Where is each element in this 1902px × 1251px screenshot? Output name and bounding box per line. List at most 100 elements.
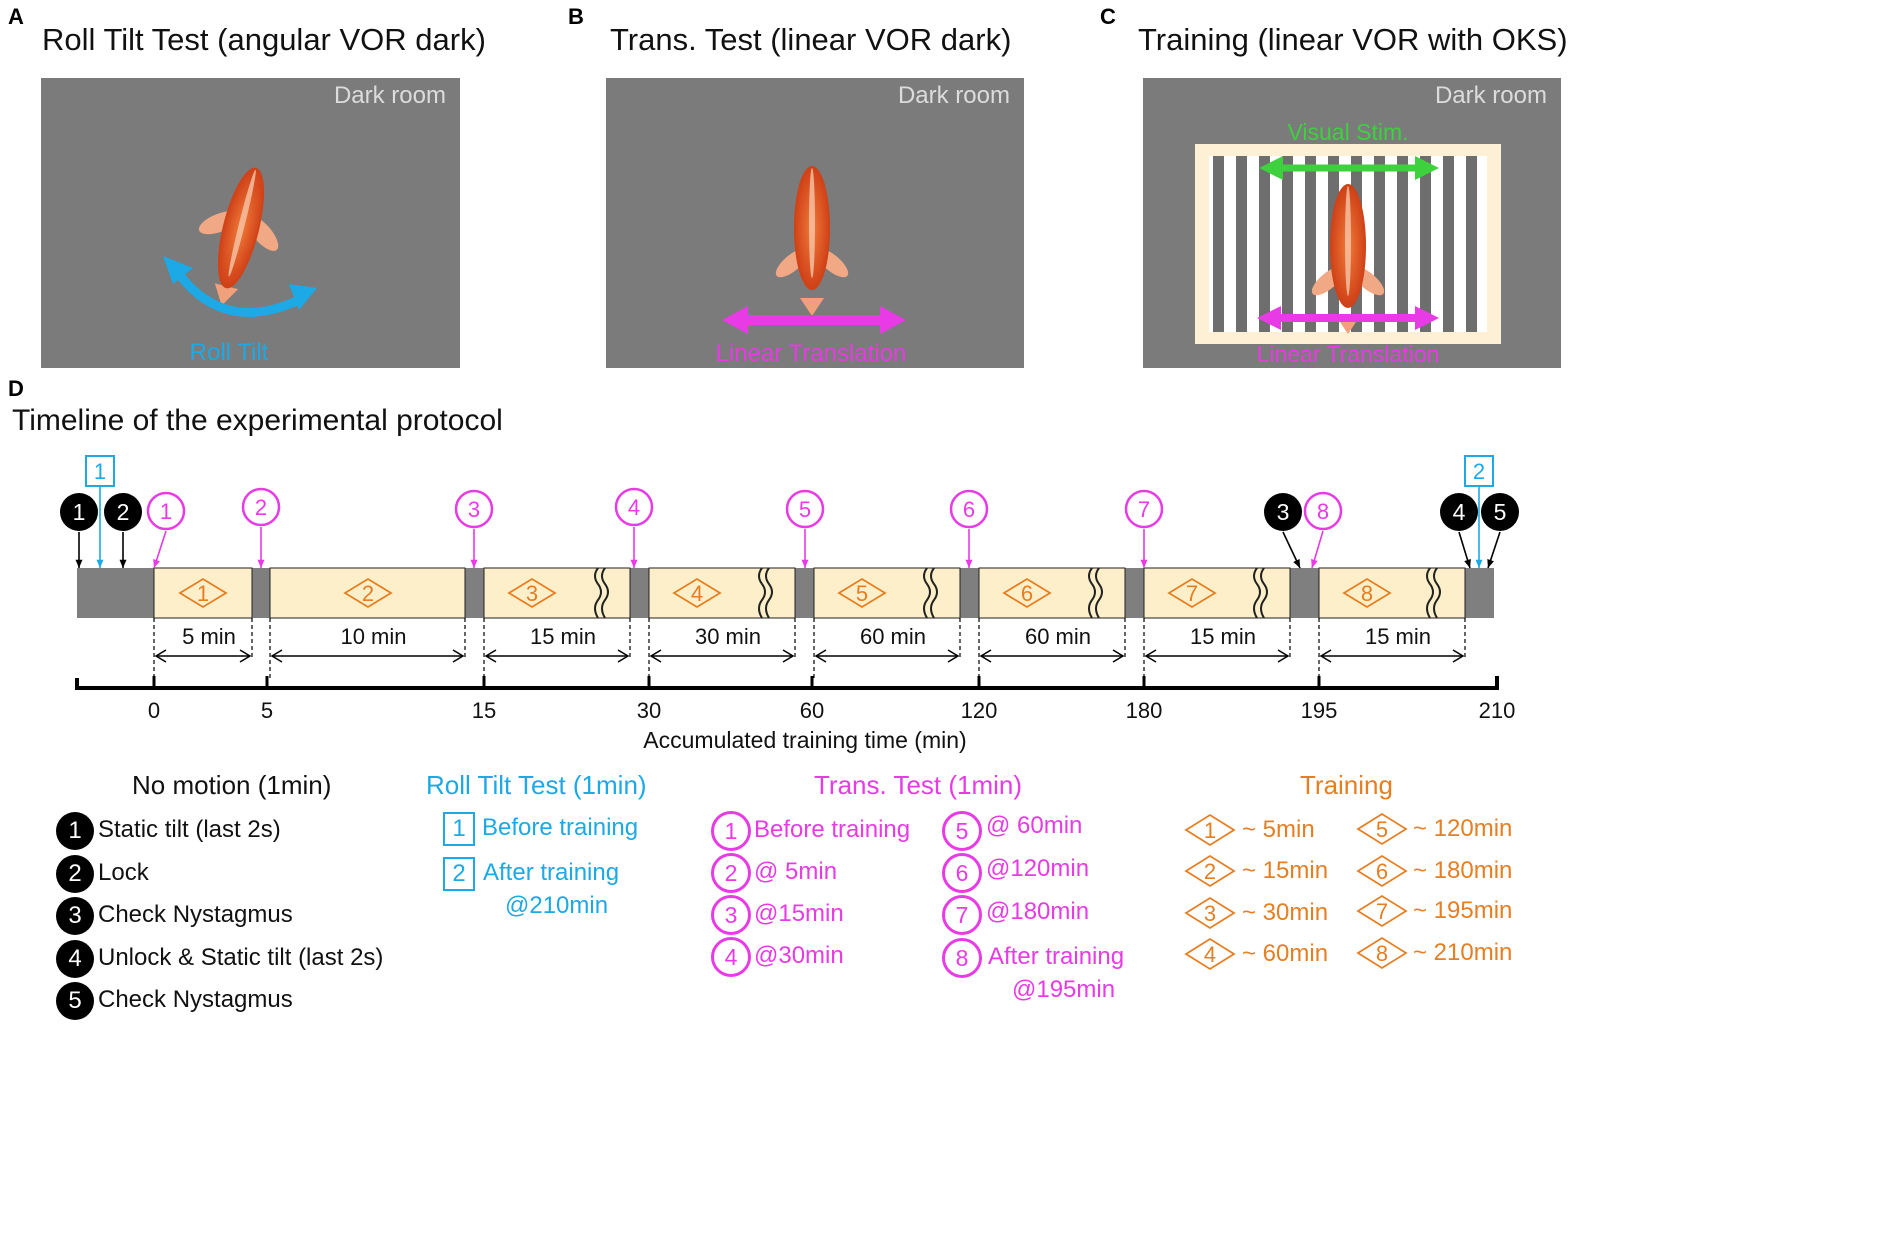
break-mark	[1253, 567, 1261, 619]
trans-marker-num: 1	[160, 499, 172, 524]
training-diamond-num: 6	[1021, 581, 1033, 606]
trans-mark-7: 7	[942, 895, 982, 935]
training-diamond	[1002, 577, 1052, 609]
trans-marker	[1303, 491, 1343, 531]
no-motion-marker	[1264, 493, 1302, 531]
trans-marker	[785, 489, 825, 529]
arrow-head	[979, 649, 992, 663]
no-motion-marker-num: 4	[1453, 499, 1466, 525]
arrow-head	[782, 649, 795, 663]
roll-marker-num: 2	[1473, 459, 1485, 484]
training-legend-diamond	[1356, 936, 1408, 970]
training-diamond	[672, 577, 722, 609]
no-motion-text-3: Check Nystagmus	[98, 901, 293, 928]
no-motion-mark-2: 2	[56, 855, 94, 893]
stripe	[1213, 156, 1224, 332]
panel-b-dark-room: Dark room Linear Translation	[606, 78, 1024, 368]
arrow-head	[947, 649, 960, 663]
trans-marker	[454, 489, 494, 529]
trans-marker-num: 8	[1317, 499, 1329, 524]
training-diamond-num: 8	[1361, 581, 1373, 606]
no-motion-text-5: Check Nystagmus	[98, 986, 293, 1013]
arrow-head	[1452, 649, 1465, 663]
training-legend-num: 3	[1204, 901, 1216, 926]
break-mark	[765, 567, 773, 619]
timeline-breaks	[594, 567, 1441, 619]
break-mark	[1095, 567, 1103, 619]
legend-no-motion-title: No motion (1min)	[132, 770, 332, 800]
break-mark	[601, 567, 609, 619]
training-segment-1	[153, 567, 253, 619]
no-motion-marker-num: 3	[1277, 499, 1290, 525]
trans-mark-2: 2	[711, 853, 751, 893]
trans-text-5: @ 60min	[986, 812, 1083, 839]
marker-arrow-head	[470, 559, 478, 568]
duration-label: 5 min	[182, 624, 236, 649]
tick-label: 120	[961, 698, 998, 723]
no-motion-text-1: Static tilt (last 2s)	[98, 816, 281, 843]
training-diamond	[837, 577, 887, 609]
training-diamond-num: 4	[691, 581, 703, 606]
stripe	[1305, 156, 1316, 332]
training-diamond	[507, 577, 557, 609]
trans-marker-num: 7	[1138, 497, 1150, 522]
arrow-head	[1319, 649, 1332, 663]
no-motion-text-4: Unlock & Static tilt (last 2s)	[98, 944, 384, 971]
no-motion-text-2: Lock	[98, 859, 149, 886]
trans-marker-num: 3	[468, 497, 480, 522]
training-diamond-num: 7	[1186, 581, 1198, 606]
arrow-head	[814, 649, 827, 663]
trans-mark-3: 3	[711, 895, 751, 935]
panel-c-room-label: Dark room	[1434, 82, 1547, 109]
visual-stim-arrow-icon	[1259, 156, 1439, 180]
training-segment-6	[978, 567, 1126, 619]
trans-marker	[146, 491, 186, 531]
training-segment-8	[1318, 567, 1466, 619]
panel-b-letter: B	[568, 4, 584, 29]
stripe	[1420, 156, 1431, 332]
roll-tilt-arrow-icon	[163, 256, 317, 317]
arrow-head	[154, 649, 167, 663]
training-legend-diamond	[1184, 813, 1236, 847]
trans-text-2: @ 5min	[754, 858, 838, 885]
training-text-7: ~ 195min	[1413, 897, 1513, 924]
fish-icon	[775, 166, 849, 316]
training-legend-num: 8	[1376, 941, 1388, 966]
linear-translation-label: Linear Translation	[716, 340, 907, 367]
roll-marker-num: 1	[94, 459, 106, 484]
panel-a-letter: A	[8, 4, 24, 29]
trans-marker-num: 6	[963, 497, 975, 522]
arrow-head	[1112, 649, 1125, 663]
training-segment-4	[648, 567, 796, 619]
trans-mark-1: 1	[711, 811, 751, 851]
trans-mark-5: 5	[942, 811, 982, 851]
marker-arrow-head	[1311, 559, 1318, 568]
arrow-head	[239, 649, 252, 663]
training-legend-num: 5	[1376, 817, 1388, 842]
trans-text-1: Before training	[754, 816, 911, 843]
marker-arrow-head	[630, 559, 638, 568]
training-legend-num: 7	[1376, 899, 1388, 924]
training-legend-num: 2	[1204, 859, 1216, 884]
panel-a-title: Roll Tilt Test (angular VOR dark)	[42, 22, 486, 57]
break-mark	[1088, 567, 1096, 619]
training-legend-diamond	[1356, 854, 1408, 888]
training-text-8: ~ 210min	[1413, 939, 1513, 966]
tick-label: 5	[261, 698, 273, 723]
no-motion-marker-num: 5	[1494, 499, 1507, 525]
marker-arrow-head	[153, 559, 160, 568]
panel-c-dark-room: Dark room Visual Stim. Li	[1143, 78, 1561, 368]
no-motion-marker	[104, 493, 142, 531]
stripe	[1397, 156, 1408, 332]
training-diamond	[343, 577, 393, 609]
panel-a-room-label: Dark room	[333, 82, 446, 109]
arrow-head	[452, 649, 465, 663]
no-motion-mark-4: 4	[56, 940, 94, 978]
training-diamond	[178, 577, 228, 609]
training-diamond-num: 2	[362, 581, 374, 606]
trans-marker-num: 4	[628, 495, 640, 520]
tick-label: 30	[637, 698, 661, 723]
training-diamond-num: 5	[856, 581, 868, 606]
no-motion-marker-num: 2	[117, 499, 130, 525]
